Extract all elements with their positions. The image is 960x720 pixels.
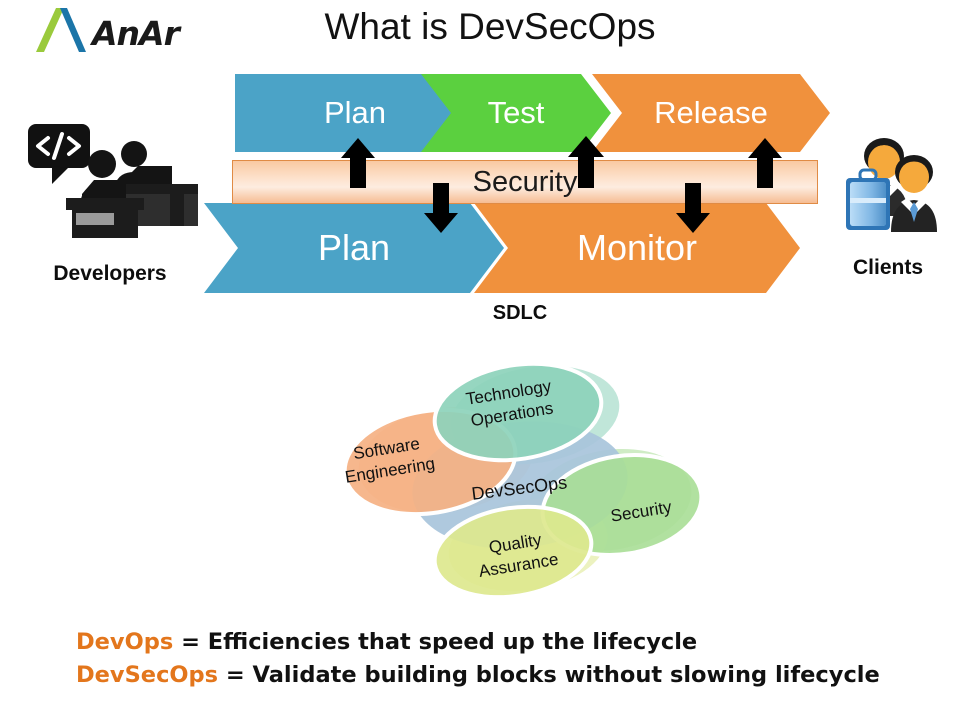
stage-top-plan-label: Plan bbox=[323, 95, 387, 130]
developers-label: Developers bbox=[53, 262, 167, 285]
definition-line-devops: DevOps = Efficiencies that speed up the … bbox=[76, 626, 880, 659]
stage-top-test-label: Test bbox=[487, 95, 545, 130]
definition-text-devsecops: = Validate building blocks without slowi… bbox=[218, 662, 880, 688]
sdlc-flow-diagram: Plan Test Release Plan Monitor bbox=[0, 60, 960, 310]
stage-top-release[interactable]: Release bbox=[592, 74, 830, 152]
logo-mark-icon bbox=[36, 8, 86, 52]
stage-bottom-monitor[interactable]: Monitor bbox=[474, 203, 800, 293]
clients-icon bbox=[838, 136, 950, 244]
page-title: What is DevSecOps bbox=[324, 6, 656, 47]
stage-top-release-label: Release bbox=[654, 95, 768, 130]
stage-bottom-plan-label: Plan bbox=[317, 227, 391, 268]
definition-term-devops: DevOps bbox=[76, 629, 174, 655]
definition-line-devsecops: DevSecOps = Validate building blocks wit… bbox=[76, 659, 880, 692]
stage-top-test[interactable]: Test bbox=[421, 74, 611, 152]
logo-wordmark: AnAr bbox=[92, 14, 180, 53]
developers-icon bbox=[22, 118, 202, 248]
definition-text-devops: = Efficiencies that speed up the lifecyc… bbox=[173, 629, 698, 655]
arrow-down-monitor-icon bbox=[676, 183, 710, 233]
venn-ellipse-quality-assurance bbox=[432, 504, 594, 600]
arrow-down-plan-icon bbox=[424, 183, 458, 233]
security-overlay-bar[interactable]: Security bbox=[232, 160, 818, 204]
arrow-up-test-icon bbox=[568, 136, 604, 188]
definition-term-devsecops: DevSecOps bbox=[76, 662, 219, 688]
arrow-up-plan-icon bbox=[341, 138, 375, 188]
sdlc-label: SDLC bbox=[492, 302, 548, 324]
venn-ellipse-technology-operations bbox=[432, 361, 604, 463]
arrow-up-release-icon bbox=[748, 138, 782, 188]
stage-bottom-plan[interactable]: Plan bbox=[204, 203, 504, 293]
stage-bottom-monitor-label: Monitor bbox=[576, 227, 698, 268]
clients-label: Clients bbox=[852, 256, 923, 279]
devsecops-venn-diagram: Software Engineering Technology Operatio… bbox=[270, 340, 770, 630]
security-bar-label: Security bbox=[472, 165, 578, 198]
definitions-block: DevOps = Efficiencies that speed up the … bbox=[76, 626, 880, 692]
anar-logo: AnAr bbox=[34, 6, 224, 56]
